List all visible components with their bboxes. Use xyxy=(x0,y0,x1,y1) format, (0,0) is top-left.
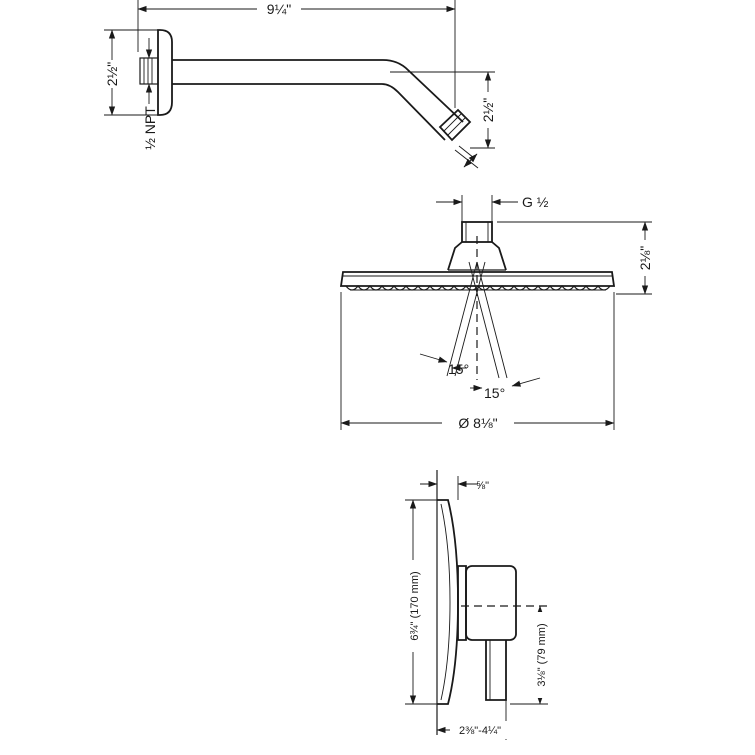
connection-label: G ½ xyxy=(522,194,549,210)
arm-thread xyxy=(139,57,159,85)
head-diameter-label: Ø 8⅛" xyxy=(458,415,497,431)
angle-left-label: 15° xyxy=(448,361,469,377)
handle-hub xyxy=(465,565,517,641)
trim-projection-label: 2⅜"-4¼" xyxy=(459,725,501,737)
trim-center-label: 3⅛" (79 mm) xyxy=(536,623,548,686)
handle-body xyxy=(457,565,467,641)
arm-drop-label: 2½" xyxy=(480,98,496,122)
trim-view: ⅝" 6¾" (170 mm) 3⅛" (79 mm) 2⅜"-4¼" xyxy=(404,470,549,740)
trim-height-label: 6¾" (170 mm) xyxy=(409,571,421,640)
trim-depth-label: ⅝" xyxy=(476,480,489,492)
escutcheon-plate xyxy=(437,499,459,705)
arm-tip xyxy=(438,108,472,142)
shower-arm-view: 9¼" 2½" ½ NPT 2½" xyxy=(104,0,497,169)
thread-label: ½ NPT xyxy=(142,106,158,150)
head-neck xyxy=(447,241,507,271)
head-height-label: 2⅛" xyxy=(637,246,653,270)
wall-flange xyxy=(157,29,173,116)
shower-head-view: G ½ 2⅛" 15° 15° Ø 8⅛" xyxy=(339,194,654,432)
arm-tube xyxy=(172,59,464,123)
head-body xyxy=(339,271,616,287)
handle-lever xyxy=(485,640,507,701)
arm-length-label: 9¼" xyxy=(267,1,291,17)
angle-right-label: 15° xyxy=(484,385,505,401)
flange-height-label: 2½" xyxy=(104,62,120,86)
